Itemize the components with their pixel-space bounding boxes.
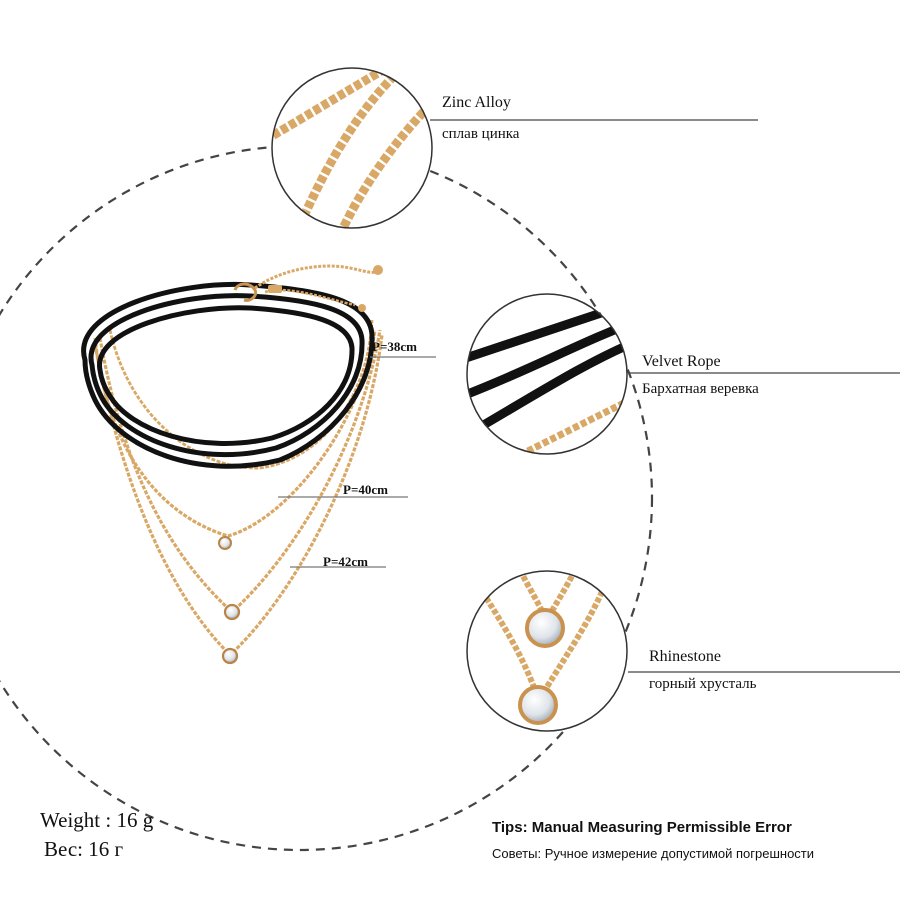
callout-zinc-label-ru: сплав цинка <box>442 126 520 142</box>
callout-velvet-label-en: Velvet Rope <box>642 353 721 370</box>
length-label-40: P=40cm <box>343 482 388 497</box>
length-label-42: P=42cm <box>323 554 368 569</box>
rhinestone-closeup-icon <box>466 570 628 732</box>
necklace-illustration <box>81 264 384 665</box>
callout-rhinestone-label-en: Rhinestone <box>649 648 721 665</box>
velvet-rope-closeup-icon <box>466 293 628 455</box>
callout-rhinestone-label-ru: горный хрусталь <box>649 676 757 692</box>
callout-velvet-label-ru: Бархатная веревка <box>642 381 759 397</box>
weight-label-ru: Вес: 16 г <box>44 837 124 861</box>
chain-closeup-icon <box>271 67 433 229</box>
length-label-38: P=38cm <box>372 339 417 354</box>
callout-zinc-label-en: Zinc Alloy <box>442 94 511 111</box>
tips-label-en: Tips: Manual Measuring Permissible Error <box>492 819 792 836</box>
weight-label-en: Weight : 16 g <box>40 808 154 832</box>
dashed-outline-circle <box>0 145 653 851</box>
tips-label-ru: Советы: Ручное измерение допустимой погр… <box>492 846 815 861</box>
